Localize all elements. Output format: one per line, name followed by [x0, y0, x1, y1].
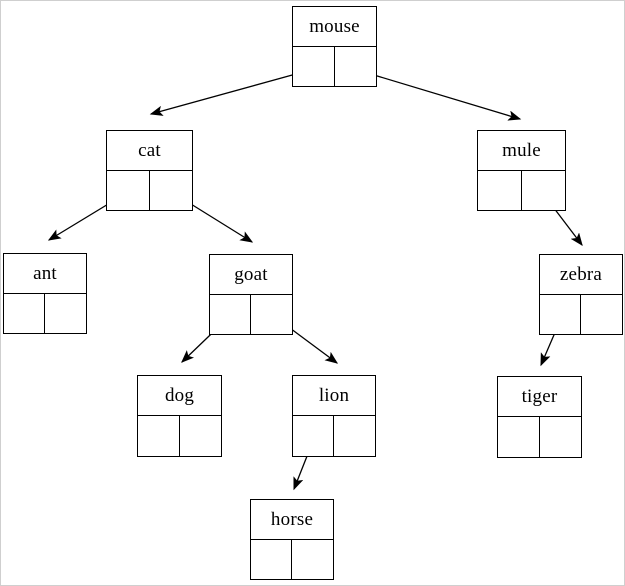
tree-node-label-lion: lion [293, 376, 375, 416]
tree-node-pointers-mule [478, 170, 566, 211]
tree-node-zebra[interactable]: zebra [539, 254, 623, 335]
right-pointer-cell-ant[interactable] [45, 294, 86, 334]
tree-node-pointers-ant [4, 293, 86, 334]
left-pointer-cell-mule[interactable] [478, 170, 522, 210]
tree-node-pointers-dog [138, 416, 221, 456]
tree-node-lion[interactable]: lion [292, 375, 376, 457]
left-pointer-cell-tiger[interactable] [498, 417, 540, 457]
right-pointer-cell-mouse[interactable] [335, 47, 377, 87]
tree-node-label-ant: ant [4, 254, 86, 294]
tree-node-mouse[interactable]: mouse [292, 6, 377, 87]
left-pointer-cell-zebra[interactable] [540, 294, 581, 334]
tree-node-label-horse: horse [251, 500, 333, 540]
right-pointer-cell-goat[interactable] [251, 295, 292, 335]
right-pointer-cell-cat[interactable] [150, 171, 193, 211]
left-pointer-cell-mouse[interactable] [293, 46, 335, 86]
tree-node-label-zebra: zebra [540, 255, 622, 295]
tree-node-mule[interactable]: mule [477, 130, 566, 211]
tree-node-cat[interactable]: cat [106, 130, 193, 211]
tree-node-ant[interactable]: ant [3, 253, 87, 334]
tree-node-label-tiger: tiger [498, 377, 581, 417]
right-pointer-cell-zebra[interactable] [581, 295, 622, 335]
right-pointer-cell-horse[interactable] [292, 540, 333, 580]
tree-node-tiger[interactable]: tiger [497, 376, 582, 458]
edge-arrow-mouse-left-to-cat [149, 68, 315, 116]
edge-arrow-mouse-right-to-mule [353, 68, 522, 121]
tree-node-dog[interactable]: dog [137, 375, 222, 457]
tree-node-label-goat: goat [210, 255, 292, 295]
right-pointer-cell-mule[interactable] [522, 171, 566, 211]
left-pointer-cell-dog[interactable] [138, 416, 180, 456]
tree-node-pointers-cat [107, 170, 193, 211]
left-pointer-cell-lion[interactable] [293, 416, 334, 456]
tree-node-pointers-goat [210, 294, 292, 335]
right-pointer-cell-dog[interactable] [180, 416, 222, 456]
tree-node-pointers-zebra [540, 294, 622, 335]
tree-node-pointers-lion [293, 416, 375, 456]
tree-node-label-mule: mule [478, 131, 565, 171]
tree-node-goat[interactable]: goat [209, 254, 293, 335]
right-pointer-cell-tiger[interactable] [540, 417, 582, 457]
right-pointer-cell-lion[interactable] [334, 416, 375, 456]
tree-node-pointers-horse [251, 539, 333, 580]
tree-node-pointers-tiger [498, 417, 581, 457]
tree-node-pointers-mouse [293, 46, 377, 87]
tree-node-label-dog: dog [138, 376, 221, 416]
tree-node-label-mouse: mouse [293, 7, 376, 47]
tree-node-label-cat: cat [107, 131, 192, 171]
left-pointer-cell-ant[interactable] [4, 293, 45, 333]
left-pointer-cell-horse[interactable] [251, 539, 292, 579]
left-pointer-cell-goat[interactable] [210, 294, 251, 334]
left-pointer-cell-cat[interactable] [107, 170, 150, 210]
tree-node-horse[interactable]: horse [250, 499, 334, 580]
